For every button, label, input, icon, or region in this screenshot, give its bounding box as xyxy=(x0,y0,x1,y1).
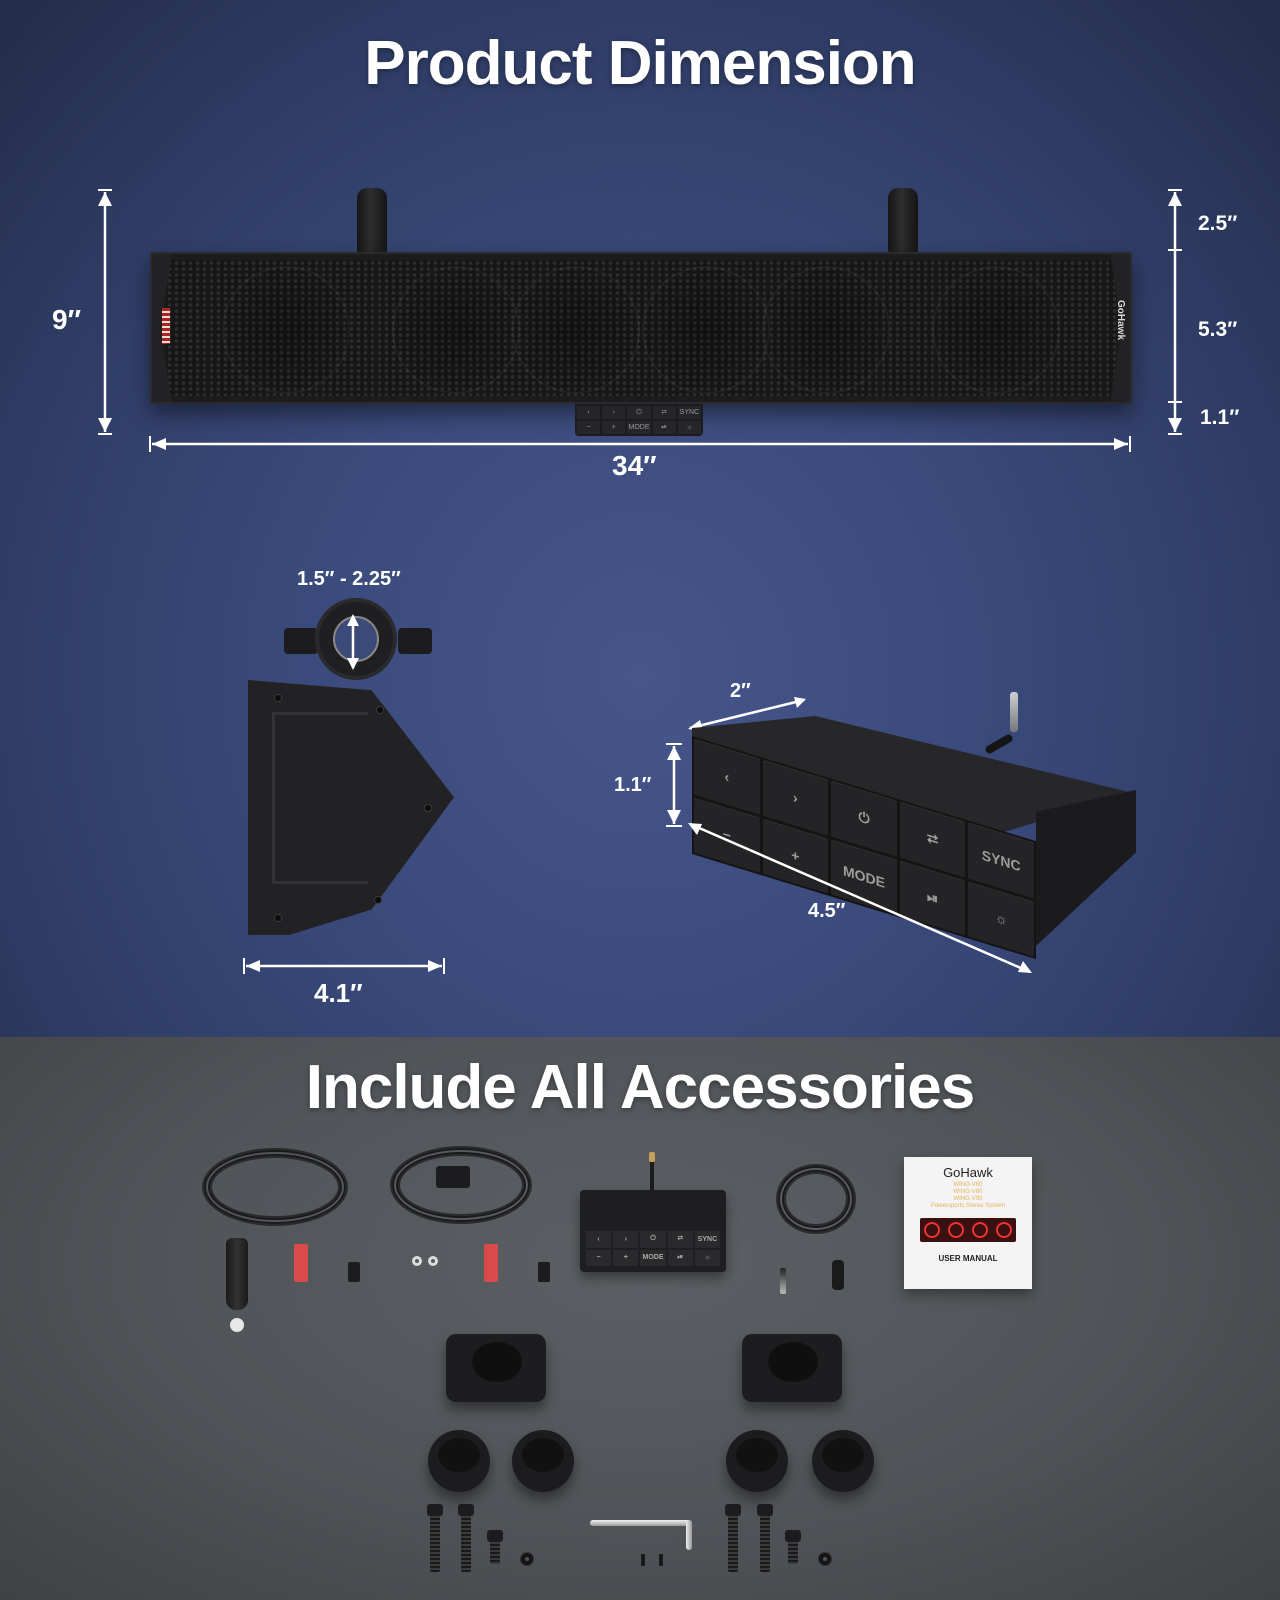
screw-hole xyxy=(274,694,282,702)
manual-brand: GoHawk xyxy=(943,1165,993,1180)
width-arrow-icon xyxy=(149,436,1131,452)
minus-icon: − xyxy=(577,421,601,434)
small-screw-icon xyxy=(641,1554,645,1566)
clamp-diameter-arrow-icon xyxy=(347,614,359,670)
small-screw-icon xyxy=(659,1554,663,1566)
power-icon: ⏻ xyxy=(640,1231,666,1248)
speaker-driver xyxy=(762,266,890,394)
accessory-pipe-clamp xyxy=(742,1334,842,1402)
bolt-icon xyxy=(427,1504,443,1572)
speaker-driver xyxy=(222,266,350,394)
accessory-spacer-ring xyxy=(726,1430,788,1492)
accessory-wired-remote: ‹ › ⏻ ⮂ SYNC − + MODE ⏯ ☼ xyxy=(580,1190,726,1272)
prev-icon: ‹ xyxy=(577,406,601,419)
remote-height-arrow-icon xyxy=(666,743,682,827)
allen-key-icon xyxy=(590,1520,690,1526)
repeat-icon: ⮂ xyxy=(667,1231,693,1248)
allen-key-leg xyxy=(686,1520,692,1550)
light-icon: ☼ xyxy=(694,1249,720,1266)
repeat-icon: ⮂ xyxy=(652,406,676,419)
remote-height-label: 1.1″ xyxy=(1200,406,1240,429)
bracket-clamp-ear-right xyxy=(398,628,432,654)
remote-height-dim-label: 1.1″ xyxy=(614,774,652,796)
screw-hole xyxy=(376,706,384,714)
audio-jack-icon xyxy=(1010,692,1018,732)
soundbar-remote: ‹ › ⏻ ⮂ SYNC − + MODE ⏯ ☼ xyxy=(575,404,703,436)
speaker-driver xyxy=(392,266,520,394)
manual-soundbar-image xyxy=(920,1218,1016,1242)
model-badge xyxy=(162,308,170,344)
accessories-section xyxy=(0,1037,1280,1600)
screw-hole xyxy=(424,804,432,812)
soundbar-mount-clamp-right xyxy=(888,188,918,252)
short-bolt-icon xyxy=(487,1530,503,1564)
bolt-icon xyxy=(725,1504,741,1572)
minus-icon: − xyxy=(586,1249,612,1266)
washer-icon xyxy=(520,1552,534,1566)
soundbar-mount-clamp-left xyxy=(357,188,387,252)
remote-length-label: 4.5″ xyxy=(808,900,846,922)
total-height-label: 9″ xyxy=(52,304,81,335)
bolt-icon xyxy=(458,1504,474,1572)
remote-depth-label: 2″ xyxy=(730,680,751,702)
mode-key: MODE xyxy=(640,1249,666,1266)
page-title: Product Dimension xyxy=(364,29,916,98)
accessory-spacer-ring xyxy=(512,1430,574,1492)
remote-jack-icon xyxy=(649,1152,655,1190)
next-icon: › xyxy=(613,1231,639,1248)
bracket-chevron-emboss xyxy=(272,712,412,884)
sync-key: SYNC xyxy=(677,406,701,419)
manual-models: WING-V60 WING-V80 WING-V90 Powersports S… xyxy=(930,1182,1006,1209)
bracket-clamp-ear-left xyxy=(284,628,318,654)
sync-key: SYNC xyxy=(694,1231,720,1248)
bracket-width-label: 4.1″ xyxy=(314,978,363,1008)
brand-logo: GoHawk xyxy=(1115,300,1126,341)
user-manual: GoHawk WING-V60 WING-V80 WING-V90 Powers… xyxy=(904,1157,1032,1289)
speaker-driver xyxy=(512,266,640,394)
mode-key: MODE xyxy=(627,421,651,434)
play-pause-icon: ⏯ xyxy=(667,1249,693,1266)
plus-icon: + xyxy=(613,1249,639,1266)
clamp-range-label: 1.5″ - 2.25″ xyxy=(297,568,401,590)
light-icon: ☼ xyxy=(677,421,701,434)
accessories-title: Include All Accessories xyxy=(305,1053,975,1122)
power-icon: ⏻ xyxy=(627,406,651,419)
prev-icon: ‹ xyxy=(586,1231,612,1248)
bolt-icon xyxy=(757,1504,773,1572)
plus-icon: + xyxy=(602,421,626,434)
total-width-label: 34″ xyxy=(612,450,657,481)
speaker-driver xyxy=(642,266,770,394)
accessory-pipe-clamp xyxy=(446,1334,546,1402)
screw-hole xyxy=(374,896,382,904)
segment-height-arrow-icon xyxy=(1168,189,1182,435)
soundbar-image: GoHawk xyxy=(150,252,1132,404)
manual-fine-print xyxy=(904,1269,1032,1274)
manual-label: USER MANUAL xyxy=(938,1254,998,1263)
remote-length-arrow-icon xyxy=(688,822,1032,974)
bracket-width-arrow-icon xyxy=(243,958,445,974)
body-height-label: 5.3″ xyxy=(1198,318,1238,341)
play-pause-icon: ⏯ xyxy=(652,421,676,434)
height-arrow-icon xyxy=(98,189,112,435)
accessory-spacer-ring xyxy=(812,1430,874,1492)
screw-hole xyxy=(274,914,282,922)
speaker-driver xyxy=(932,266,1060,394)
next-icon: › xyxy=(602,406,626,419)
accessory-spacer-ring xyxy=(428,1430,490,1492)
washer-icon xyxy=(818,1552,832,1566)
mount-height-label: 2.5″ xyxy=(1198,212,1238,235)
short-bolt-icon xyxy=(785,1530,801,1564)
